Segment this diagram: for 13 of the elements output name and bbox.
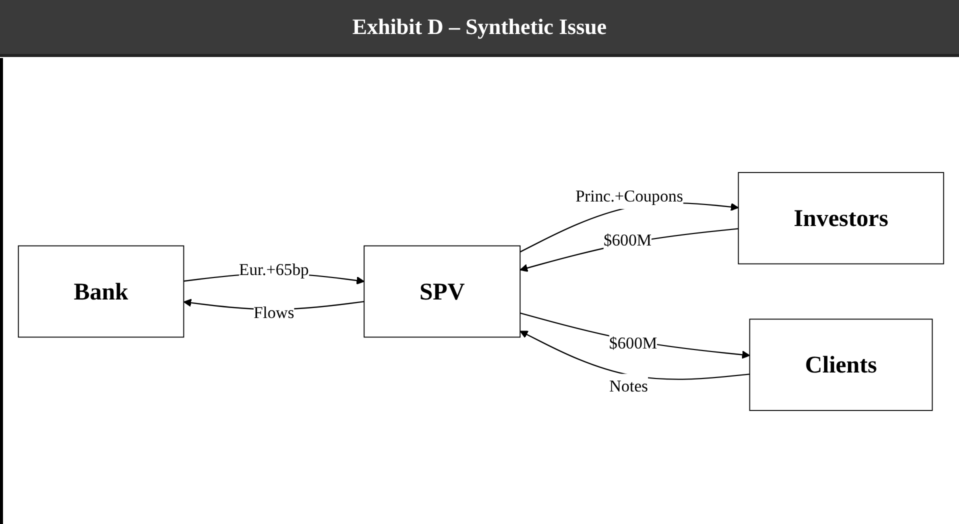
arrow xyxy=(520,312,750,358)
node-box: Bank xyxy=(18,244,184,338)
title-banner: Exhibit D – Synthetic Issue xyxy=(0,0,959,57)
edge-label: Flows xyxy=(254,302,294,322)
node-box: SPV xyxy=(364,244,521,338)
edge-label: $600M xyxy=(604,230,652,249)
node-box: Investors xyxy=(738,172,944,264)
arrow xyxy=(520,330,750,380)
edge-label: Eur.+65bp xyxy=(239,260,309,278)
edge-label: Notes xyxy=(609,376,648,394)
edge-label: $600M xyxy=(609,333,658,352)
node-box: Clients xyxy=(749,318,933,410)
edge-label: Princ.+Coupons xyxy=(575,186,684,205)
